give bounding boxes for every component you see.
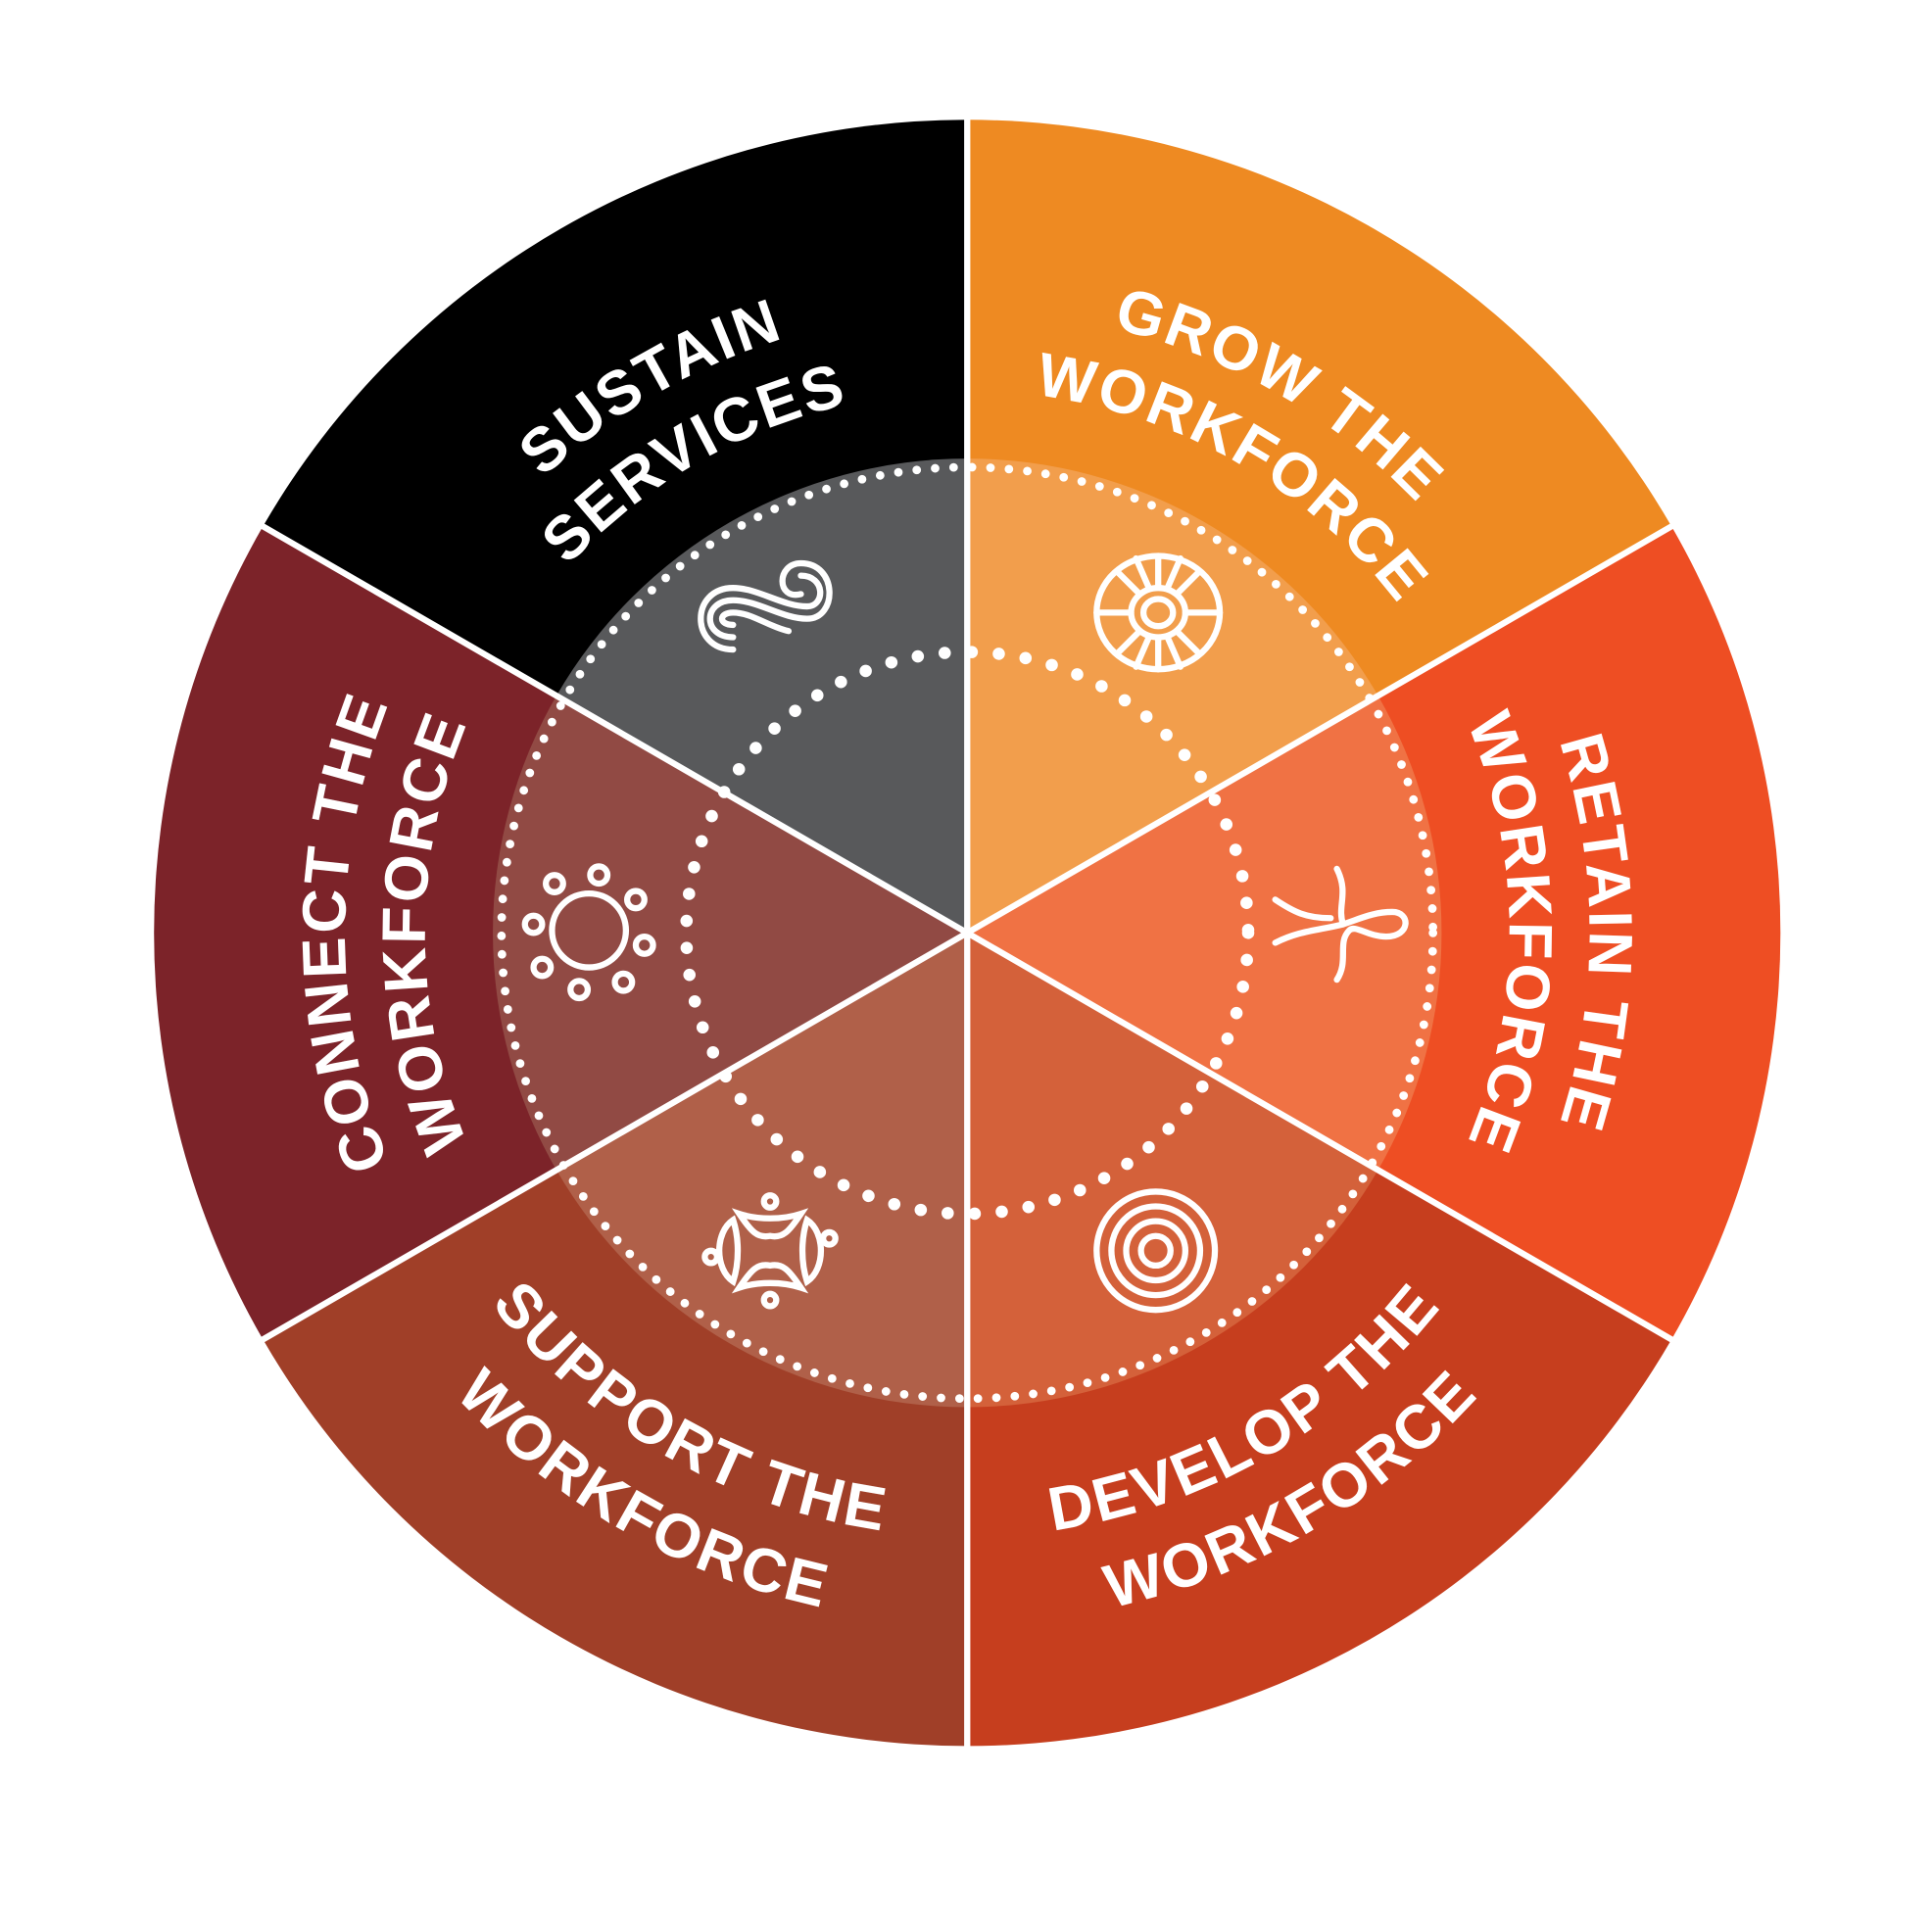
inner-segment-grow [967, 458, 1378, 934]
segment-divider [259, 930, 969, 1344]
figure-icon [1272, 865, 1409, 984]
inner-segment-connect [493, 696, 968, 1171]
circle-dots-icon [521, 863, 656, 1002]
inner-segment-develop [967, 933, 1378, 1408]
segment-divider [965, 522, 1675, 936]
swirl-icon [698, 559, 833, 653]
segment-divider [259, 522, 969, 936]
outer-dotted-ring [497, 462, 1438, 1404]
people-gathering-icon [701, 1192, 839, 1310]
concentric-rays-icon [1093, 552, 1224, 673]
segment-divider [965, 930, 1675, 1344]
inner-segment-sustain [555, 458, 968, 934]
inner-segment-retain [967, 696, 1442, 1171]
concentric-circles-icon [1093, 1188, 1219, 1314]
inner-segment-support [555, 933, 968, 1408]
